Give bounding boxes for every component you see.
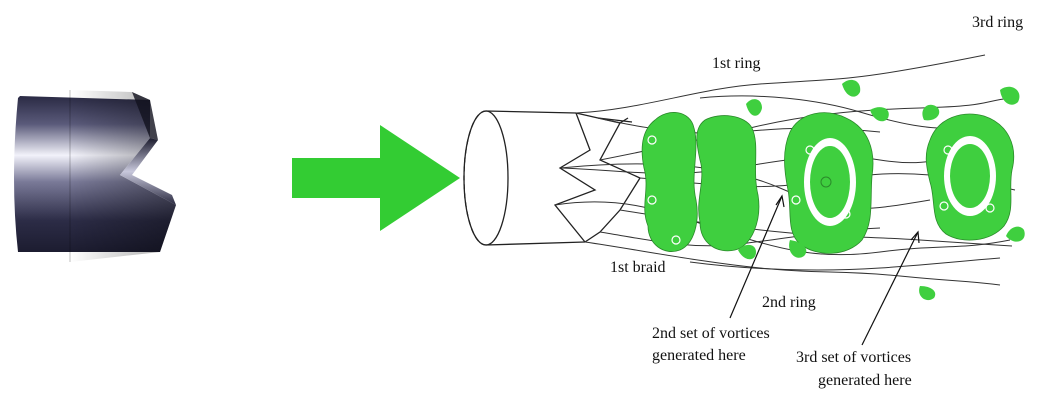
green-arrow xyxy=(292,125,460,231)
leader-lines xyxy=(729,194,920,346)
label-1st-ring: 1st ring xyxy=(712,55,760,72)
label-3rd-vortices-line1: 3rd set of vortices xyxy=(796,349,911,366)
label-2nd-vortices-line1: 2nd set of vortices xyxy=(652,325,770,342)
label-1st-braid: 1st braid xyxy=(610,259,666,276)
ring-2 xyxy=(784,79,889,258)
ring-1 xyxy=(641,99,762,260)
ring-3 xyxy=(919,86,1025,301)
label-3rd-ring: 3rd ring xyxy=(972,14,1023,31)
label-3rd-vortices-line2: generated here xyxy=(818,372,912,389)
nozzle-render xyxy=(14,90,176,262)
cylinder-outline xyxy=(463,110,641,246)
label-2nd-ring: 2nd ring xyxy=(762,294,816,311)
label-2nd-vortices-line2: generated here xyxy=(652,347,746,364)
